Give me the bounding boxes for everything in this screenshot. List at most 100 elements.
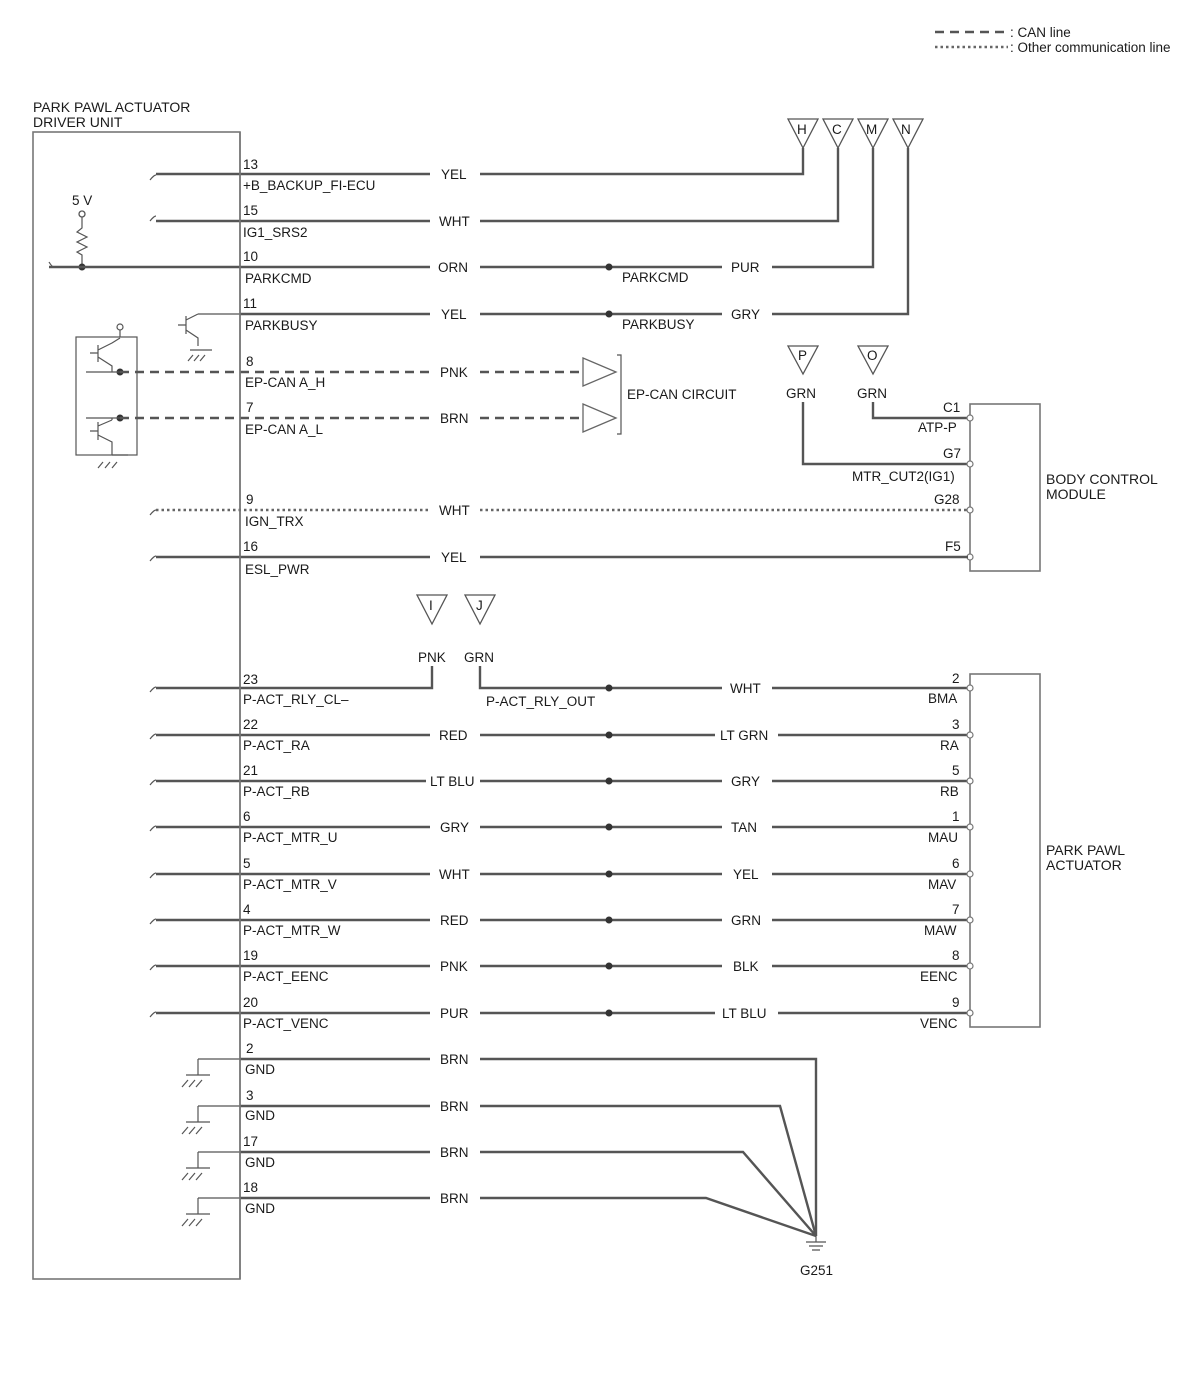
wire-gnd-3 [240, 1104, 818, 1237]
supply-5v-label: 5 V [72, 193, 92, 208]
wire-19-color: PNK [440, 959, 468, 974]
wire-22-color2: LT GRN [720, 728, 768, 743]
connector-m-icon: M [856, 118, 890, 150]
pin-11-number: 11 [243, 296, 257, 311]
bcm-pin-f5: F5 [945, 539, 961, 554]
pin-gnd-18-signal: GND [245, 1201, 275, 1216]
connector-o-icon: O [856, 345, 890, 376]
act-pin-3: 3 [952, 717, 960, 732]
bcm-wire-p-color: GRN [786, 386, 816, 401]
actuator-box [969, 673, 1041, 1028]
wire-13 [156, 148, 805, 176]
pin-19-signal: P-ACT_EENC [243, 969, 329, 984]
pin-10-signal: PARKCMD [245, 271, 312, 286]
wire-21-color: LT BLU [430, 774, 475, 789]
pin-gnd-17-signal: GND [245, 1155, 275, 1170]
wire-6-color2: TAN [731, 820, 757, 835]
wire-5-color: WHT [439, 867, 470, 882]
relay-wire-i-color: PNK [418, 650, 446, 665]
wire-c1 [871, 402, 970, 420]
svg-text:N: N [901, 122, 911, 137]
wire-11-color2: GRY [731, 307, 760, 322]
act-signal-rb: RB [940, 784, 959, 799]
act-signal-venc: VENC [920, 1016, 958, 1031]
body-control-module: BODY CONTROL MODULE P O GRN GRN C1 ATP-P… [156, 345, 1158, 577]
pin-9-signal: IGN_TRX [245, 514, 304, 529]
connector-c-icon: C [821, 118, 855, 150]
act-pin-2: 2 [952, 671, 960, 686]
wire-gnd-3-color: BRN [440, 1099, 469, 1114]
pin-gnd-3-number: 3 [246, 1088, 254, 1103]
wire-11 [240, 148, 910, 316]
ep-can-arrow-icon [582, 357, 618, 387]
ground-icon [181, 1197, 240, 1227]
bcm-pin-g7: G7 [943, 446, 961, 461]
svg-text:J: J [476, 598, 483, 613]
pin-5-signal: P-ACT_MTR_V [243, 877, 337, 892]
pin-15-signal: IG1_SRS2 [243, 225, 308, 240]
legend-can-label: : CAN line [1010, 25, 1071, 40]
svg-text:I: I [429, 598, 433, 613]
ground-point-icon [806, 1236, 826, 1251]
park-pawl-actuator: PARK PAWL ACTUATOR 23 P-ACT_RLY_CL– P-AC… [156, 666, 1125, 1031]
ep-can-arrow-icon [582, 403, 618, 433]
wire-16-color: YEL [441, 550, 467, 565]
wire-relay-out [478, 666, 968, 690]
pin-6-signal: P-ACT_MTR_U [243, 830, 338, 845]
bcm-wire-o-color: GRN [857, 386, 887, 401]
actuator-title-1: PARK PAWL [1046, 842, 1125, 858]
act-signal-mau: MAU [928, 830, 958, 845]
bcm-title-2: MODULE [1046, 486, 1106, 502]
wire-10-signal2: PARKCMD [622, 270, 689, 285]
resistor-icon [75, 217, 89, 268]
ground-icon [181, 1151, 240, 1181]
act-pin-1: 1 [952, 809, 960, 824]
ground-point-label: G251 [800, 1263, 833, 1278]
pin-21-number: 21 [243, 763, 258, 778]
relay-connectors: I J PNK GRN [415, 594, 497, 665]
pin-6-number: 6 [243, 809, 251, 824]
ground-icon [181, 1058, 240, 1088]
wire-10 [49, 148, 875, 269]
pin-gnd-2-number: 2 [246, 1041, 254, 1056]
wire-10-color: ORN [438, 260, 468, 275]
pin-23-signal: P-ACT_RLY_CL– [243, 692, 349, 707]
wire-6-color: GRY [440, 820, 469, 835]
relay-out-label: P-ACT_RLY_OUT [486, 694, 595, 709]
wire-19-color2: BLK [733, 959, 759, 974]
driver-unit-title-1: PARK PAWL ACTUATOR [33, 99, 190, 115]
wire-10-color2: PUR [731, 260, 760, 275]
pin-gnd-18-number: 18 [243, 1180, 258, 1195]
ground-icon [181, 1105, 240, 1135]
wire-gnd-2-color: BRN [440, 1052, 469, 1067]
connector-i-icon: I [415, 594, 449, 626]
connector-p-icon: P [786, 345, 820, 376]
svg-text:H: H [797, 122, 807, 137]
wire-5-color2: YEL [733, 867, 759, 882]
act-pin-9: 9 [952, 995, 960, 1010]
ep-can-section: 8 EP-CAN A_H PNK 7 EP-CAN A_L BRN EP-CAN… [120, 354, 737, 437]
pin-10-number: 10 [243, 249, 258, 264]
wire-11-signal2: PARKBUSY [622, 317, 695, 332]
wire-gnd-17-color: BRN [440, 1145, 469, 1160]
svg-text:O: O [867, 348, 878, 363]
relay-wire-j-color: GRN [464, 650, 494, 665]
pin-8-number: 8 [246, 354, 254, 369]
legend-other-label: : Other communication line [1010, 40, 1171, 55]
pin-9-number: 9 [246, 492, 254, 507]
wire-15 [156, 148, 840, 223]
act-signal-mav: MAV [928, 877, 956, 892]
wire-4-color: RED [440, 913, 469, 928]
bcm-pin-g28: G28 [934, 492, 960, 507]
pin-22-number: 22 [243, 717, 258, 732]
wire-15-color: WHT [439, 214, 470, 229]
pin-8-signal: EP-CAN A_H [245, 375, 325, 390]
wire-23 [156, 666, 434, 690]
ep-can-bracket [617, 354, 622, 435]
wire-gnd-18-color: BRN [440, 1191, 469, 1206]
wire-gnd-17 [240, 1150, 817, 1237]
pin-16-signal: ESL_PWR [245, 562, 310, 577]
pin-15-number: 15 [243, 203, 258, 218]
pin-20-number: 20 [243, 995, 258, 1010]
connector-j-icon: J [463, 594, 497, 626]
